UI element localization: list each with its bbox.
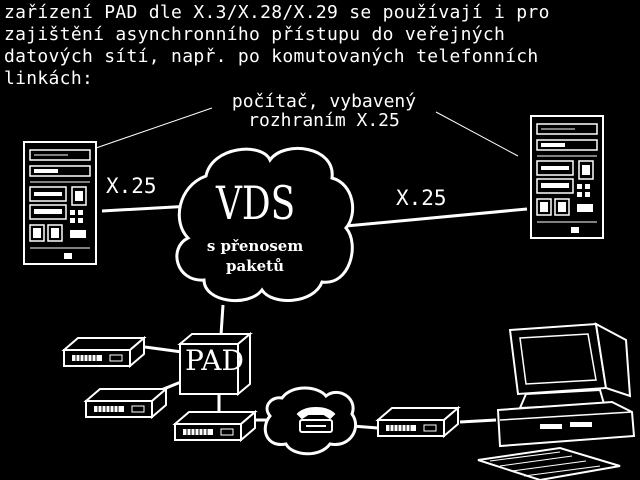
- server-right-icon: [530, 115, 604, 239]
- x25-label-right: X.25: [396, 186, 447, 210]
- intro-line-1: zařízení PAD dle X.3/X.28/X.29 se použív…: [4, 2, 550, 23]
- callout-line-2: rozhraním X.25: [248, 110, 400, 131]
- vds-title: VDS: [216, 176, 296, 230]
- modem-icon-4: [377, 407, 459, 437]
- callout-line-left: [95, 107, 213, 149]
- modem-icon-3: [174, 411, 256, 441]
- vds-cloud: [175, 146, 355, 303]
- x25-label-left: X.25: [106, 174, 157, 198]
- callout-label: počítač, vybavený rozhraním X.25: [200, 92, 448, 130]
- modem-icon-2: [85, 388, 167, 418]
- intro-line-3: datových sítí, např. po komutovaných tel…: [4, 46, 539, 67]
- vds-subtitle-line-2: paketů: [226, 257, 284, 275]
- x25-link-right: [345, 207, 528, 228]
- link-pad-modem-1: [144, 345, 183, 354]
- intro-line-4: linkách:: [4, 68, 94, 89]
- server-left-icon: [23, 141, 97, 265]
- pad-label: PAD: [185, 344, 244, 377]
- intro-line-2: zajištění asynchronního přístupu do veře…: [4, 24, 506, 45]
- pad-box: [177, 331, 253, 397]
- x25-link-left: [101, 204, 193, 213]
- link-cloud-pad: [219, 304, 225, 336]
- vds-subtitle: s přenosem paketů: [190, 236, 320, 276]
- intro-paragraph: zařízení PAD dle X.3/X.28/X.29 se použív…: [4, 2, 640, 90]
- telephone-icon: [296, 407, 336, 433]
- callout-line-right: [435, 111, 519, 157]
- link-modem-terminal: [459, 418, 497, 424]
- callout-line-1: počítač, vybavený: [231, 91, 417, 112]
- terminal-computer-icon: [477, 322, 636, 480]
- vds-subtitle-line-1: s přenosem: [206, 237, 304, 255]
- modem-icon-1: [63, 337, 145, 367]
